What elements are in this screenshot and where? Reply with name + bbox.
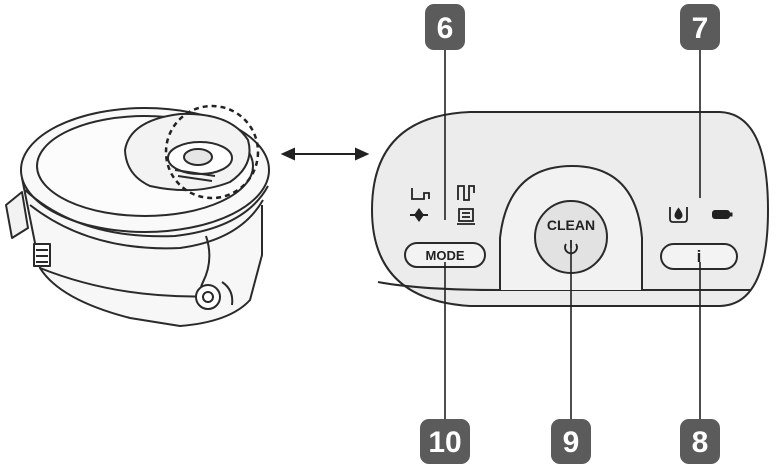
mode-button[interactable]: MODE [404, 242, 486, 268]
callout-6-label: 6 [437, 12, 454, 45]
callout-8-label: 8 [692, 426, 709, 459]
callout-8: 8 [680, 419, 720, 464]
zoom-arrow [280, 147, 370, 161]
callout-10-label: 10 [428, 426, 461, 459]
water-tank-icon [669, 207, 688, 223]
zigzag-pattern-icon [411, 188, 430, 200]
spiral-pattern-icon [457, 185, 475, 201]
edge-cleaning-icon [457, 208, 475, 225]
info-button[interactable]: i [660, 243, 738, 270]
callout-10: 10 [420, 419, 470, 464]
battery-icon [712, 210, 733, 219]
control-panel: CLEAN MODE [370, 111, 770, 307]
callout-9: 9 [551, 419, 591, 464]
mode-button-label: MODE [426, 248, 465, 263]
callout-6: 6 [425, 4, 465, 50]
control-area-highlight [164, 104, 260, 200]
callout-9-label: 9 [563, 426, 580, 459]
callout-7-label: 7 [692, 12, 709, 45]
clean-button-label: CLEAN [547, 217, 595, 233]
robot-vacuum-illustration [5, 107, 270, 327]
spot-cleaning-icon [410, 208, 428, 222]
info-button-label: i [697, 247, 702, 266]
callout-7: 7 [680, 4, 720, 50]
callout-leader-lines [444, 50, 701, 419]
